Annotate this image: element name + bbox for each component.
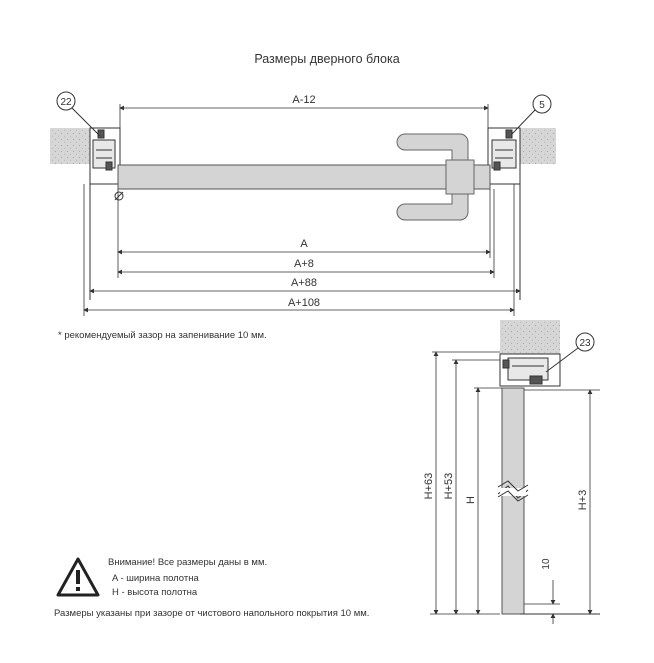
foam-gap-note: * рекомендуемый зазор на запенивание 10 … bbox=[58, 330, 267, 341]
dim-h: H bbox=[465, 496, 477, 504]
warning-title: Внимание! Все размеры даны в мм. bbox=[108, 557, 268, 568]
warning-h-description: H - высота полотна bbox=[112, 587, 198, 598]
frame-right bbox=[487, 127, 521, 300]
callout-vertical-number: 23 bbox=[579, 338, 591, 349]
door-leaf-plan bbox=[117, 164, 491, 190]
door-leaf-section bbox=[501, 387, 525, 615]
frame-left bbox=[89, 127, 121, 300]
dim-a-plus-88: A+88 bbox=[291, 277, 317, 289]
footer-note: Размеры указаны при зазоре от чистового … bbox=[54, 608, 370, 619]
callout-left bbox=[56, 91, 101, 137]
frame-section-top bbox=[499, 353, 561, 387]
callout-vertical bbox=[545, 332, 595, 373]
warning-a-description: A - ширина полотна bbox=[112, 573, 199, 584]
dim-a-minus-12: A-12 bbox=[292, 94, 315, 106]
warning-icon bbox=[56, 557, 100, 597]
hinge-mark bbox=[114, 191, 124, 201]
callout-left-number: 22 bbox=[60, 97, 72, 108]
dim-a-plus-108: A+108 bbox=[288, 297, 320, 309]
wall-left bbox=[50, 128, 90, 164]
callout-right-number: 5 bbox=[539, 100, 545, 111]
dimension-lines-vertical bbox=[430, 351, 600, 624]
dim-a: A bbox=[300, 238, 308, 250]
dim-h-plus-63: H+63 bbox=[423, 473, 435, 500]
wall-right bbox=[520, 128, 556, 164]
dimension-lines-top bbox=[83, 104, 521, 316]
diagram-title: Размеры дверного блока bbox=[254, 52, 400, 66]
dim-h-plus-3: H+3 bbox=[577, 490, 589, 511]
wall-top-section bbox=[500, 320, 560, 354]
dim-h-plus-53: H+53 bbox=[443, 473, 455, 500]
dim-gap-10: 10 bbox=[541, 558, 552, 570]
door-handle bbox=[396, 133, 475, 221]
dim-a-plus-8: A+8 bbox=[294, 258, 314, 270]
callout-right bbox=[511, 94, 552, 135]
